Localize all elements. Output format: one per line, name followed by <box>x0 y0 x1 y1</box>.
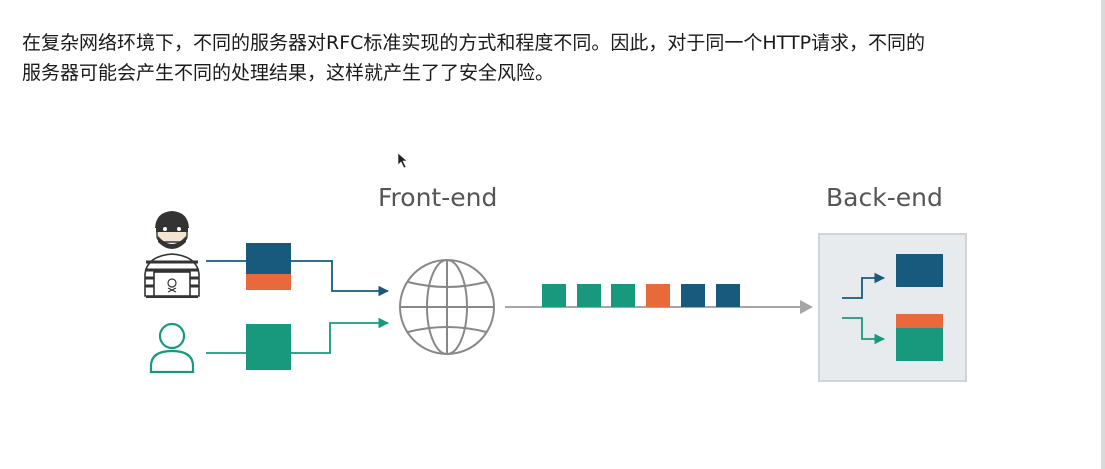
queue-packet <box>611 284 635 307</box>
queue-packet <box>577 284 601 307</box>
queue-packet <box>716 284 740 307</box>
globe-icon <box>399 259 495 355</box>
smuggled-packet-orange <box>246 274 291 290</box>
paragraph-line-2: 服务器可能会产生不同的处理结果，这样就产生了了安全风险。 <box>22 62 555 84</box>
user-request <box>206 317 390 370</box>
attacker-request <box>206 243 390 297</box>
backend-packet-navy <box>896 254 943 287</box>
user-packet <box>246 324 291 370</box>
request-queue <box>542 284 740 307</box>
queue-packet <box>646 284 670 307</box>
backend-server-box <box>818 233 967 382</box>
backend-packet-teal <box>896 328 943 361</box>
hacker-user-icon <box>144 211 200 298</box>
backend-packet-orange <box>896 314 943 328</box>
mouse-cursor-icon <box>397 152 408 169</box>
backend-label: Back-end <box>826 183 943 212</box>
frontend-label: Front-end <box>378 183 498 212</box>
user-icon <box>149 322 195 374</box>
window-edge <box>1101 0 1105 469</box>
queue-packet <box>542 284 566 307</box>
intro-paragraph: 在复杂网络环境下，不同的服务器对RFC标准实现的方式和程度不同。因此，对于同一个… <box>22 28 1082 88</box>
smuggled-packet-navy <box>246 243 291 274</box>
paragraph-line-1: 在复杂网络环境下，不同的服务器对RFC标准实现的方式和程度不同。因此，对于同一个… <box>22 32 926 54</box>
queue-packet <box>681 284 705 307</box>
